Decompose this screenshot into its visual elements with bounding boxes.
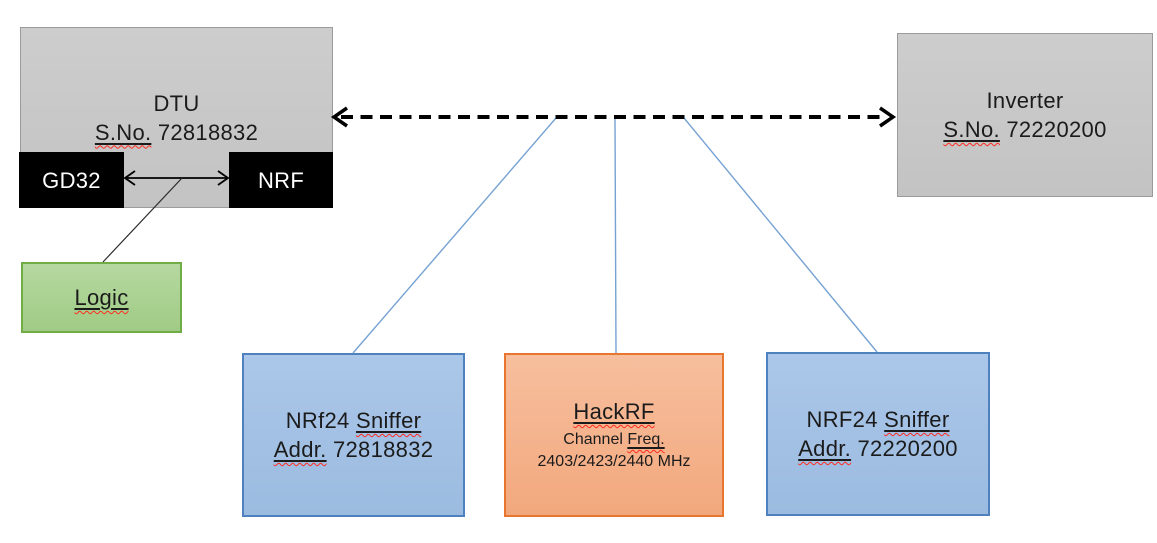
hackrf-channel-line: Channel Freq. bbox=[563, 431, 665, 448]
dashed-link-arrowhead-left bbox=[330, 106, 348, 128]
hackrf-frequencies: 2403/2423/2440 MHz bbox=[537, 453, 691, 470]
link-line-hackrf bbox=[614, 117, 617, 354]
sniffer-right-title: NRF24 Sniffer bbox=[806, 407, 950, 432]
inverter-serial-number: 72220200 bbox=[999, 117, 1107, 142]
hackrf-box: HackRF Channel Freq. 2403/2423/2440 MHz bbox=[504, 353, 724, 517]
gd32-label: GD32 bbox=[42, 167, 101, 193]
sniffer-left-addr: Addr. 72818832 bbox=[273, 437, 434, 462]
logic-box: Logic bbox=[21, 262, 182, 333]
nrf-box: NRF bbox=[229, 152, 333, 208]
inverter-title: Inverter bbox=[986, 88, 1064, 113]
dashed-link-arrowhead-right bbox=[879, 106, 897, 128]
hackrf-title: HackRF bbox=[573, 399, 655, 424]
inverter-serial: S.No. 72220200 bbox=[943, 115, 1106, 144]
dtu-title: DTU bbox=[153, 90, 200, 116]
sniffer-left-box: NRf24 Sniffer Addr. 72818832 bbox=[242, 353, 465, 517]
nrf-label: NRF bbox=[257, 167, 305, 193]
sniffer-right-addr: Addr. 72220200 bbox=[798, 436, 958, 461]
link-line-sniffer-right bbox=[683, 117, 878, 353]
logic-label: Logic bbox=[74, 285, 129, 310]
sniffer-right-box: NRF24 Sniffer Addr. 72220200 bbox=[766, 352, 990, 516]
inverter-box: Inverter S.No. 72220200 bbox=[897, 33, 1153, 197]
link-line-sniffer-left bbox=[352, 117, 557, 354]
dtu-serial-number: 72818832 bbox=[151, 119, 259, 145]
gd32-box: GD32 bbox=[19, 152, 124, 208]
dtu-serial-label: S.No. bbox=[94, 119, 152, 145]
sniffer-left-title: NRf24 Sniffer bbox=[285, 408, 422, 433]
dtu-serial: S.No. 72818832 bbox=[95, 118, 258, 147]
inverter-serial-label: S.No. bbox=[943, 117, 1000, 142]
